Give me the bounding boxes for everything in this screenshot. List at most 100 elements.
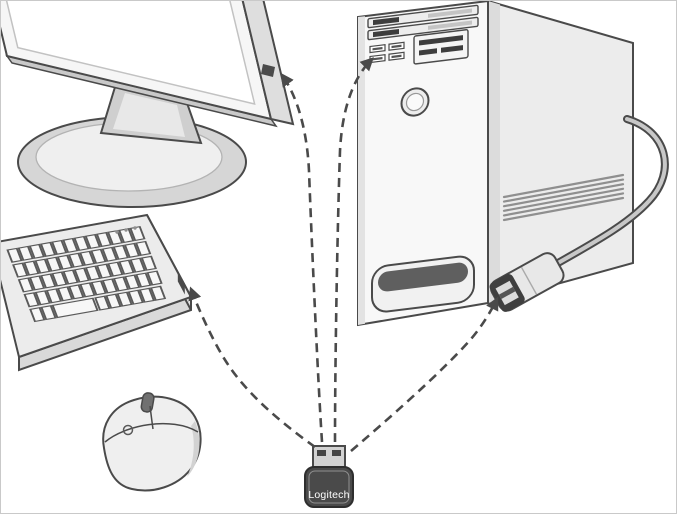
keyboard-key: [140, 255, 157, 271]
indicator-light: [124, 228, 128, 232]
card-slot: [441, 45, 463, 53]
keyboard-key: [28, 243, 45, 259]
vent-slot: [502, 183, 625, 208]
tower-front-details: [367, 4, 479, 313]
keyboard-key: [90, 280, 107, 296]
keyboard-key: [29, 306, 46, 323]
plug-contact-hole: [317, 450, 326, 456]
vent-slot: [502, 196, 625, 222]
drive-bay-slot: [428, 8, 472, 18]
keyboard-key: [62, 237, 79, 253]
button-seam: [104, 422, 199, 443]
vent-slot: [502, 192, 625, 217]
keyboard-key: [79, 250, 96, 266]
keyboard-key: [105, 293, 122, 309]
keyboard-key: [96, 263, 113, 279]
recess-shadow: [378, 262, 468, 292]
keyboard-key: [135, 240, 152, 256]
keyboard-key: [39, 241, 57, 257]
keyboard-key: [17, 245, 34, 261]
usb-port-contact: [391, 44, 402, 49]
arrow-to-tower: [333, 57, 374, 443]
card-slot: [419, 48, 437, 56]
usb-extender-stand: [489, 252, 565, 312]
arrow-to-monitor: [280, 72, 324, 443]
drive-bay-insert: [373, 28, 399, 38]
usb-extension-cable: [554, 115, 669, 267]
power-button-inner: [405, 92, 425, 112]
indicator-lights: [115, 226, 137, 234]
card-slot: [419, 35, 463, 46]
keyboard-key: [23, 260, 40, 276]
tower-side-shade: [488, 1, 500, 303]
keyboard-key: [73, 267, 90, 283]
keyboard-key: [149, 285, 167, 301]
usb-port-contact: [372, 46, 383, 51]
drive-bay-insert: [373, 16, 399, 26]
keyboard-key: [67, 252, 85, 268]
vent-slot: [502, 187, 625, 212]
keyboard-key: [146, 270, 163, 286]
keyboard-key: [138, 287, 156, 303]
keyboard-key: [73, 235, 90, 252]
keyboard-key: [45, 256, 62, 272]
keyboard-key: [12, 262, 29, 278]
keyboard-key: [62, 269, 79, 285]
drive-bay-slot: [428, 20, 472, 30]
extender-seam: [520, 266, 538, 295]
keyboard-key: [34, 258, 51, 274]
keyboard-key: [68, 284, 85, 300]
keyboard-keys: [6, 226, 167, 323]
keyboard-key: [51, 271, 68, 287]
keyboard-key: [84, 233, 101, 250]
keyboard-key: [135, 272, 152, 288]
center-seam: [149, 405, 154, 430]
tower-side-vents: [502, 173, 625, 222]
screen-display: [5, 1, 256, 106]
indicator-light: [133, 226, 137, 230]
keyboard-key: [40, 305, 57, 321]
keyboard-key: [51, 297, 99, 319]
keyboard-key: [95, 231, 113, 248]
keyboard-key: [79, 282, 96, 298]
keyboard-key: [129, 257, 146, 273]
indicator-light: [115, 230, 119, 234]
keyboard-key: [101, 246, 118, 262]
keyboard-key: [118, 227, 135, 244]
keyboard-key: [40, 273, 57, 289]
monitor-usb-port: [261, 64, 275, 77]
usb-port-contact: [391, 54, 402, 59]
keyboard-key: [6, 247, 23, 263]
keyboard-key: [34, 290, 51, 306]
vent-slot: [502, 178, 625, 203]
monitor: [1, 1, 295, 208]
arrow-to-keyboard: [188, 286, 316, 449]
keyboard-key: [127, 289, 144, 305]
keyboard-key: [123, 242, 141, 258]
plug-contact-hole: [332, 450, 341, 456]
mouse-shading: [187, 421, 200, 477]
keyboard-usb-port: [177, 272, 185, 295]
keyboard: [1, 213, 193, 372]
keyboard-key: [56, 254, 74, 270]
receiver-label: Logitech: [308, 489, 349, 501]
front-vent-recess: [371, 255, 475, 313]
vent-slot: [502, 173, 625, 199]
keyboard-key: [45, 288, 63, 304]
keyboard-key: [90, 248, 107, 264]
keyboard-key: [51, 239, 68, 255]
keyboard-key: [101, 278, 118, 294]
monitor-stand-highlight: [113, 93, 185, 137]
cable-core: [556, 117, 667, 265]
receiver-plug: [312, 445, 346, 470]
keyboard-key: [17, 277, 34, 293]
keyboard-key: [112, 244, 129, 260]
mouse-body: [102, 395, 202, 492]
wireless-mouse: [102, 392, 202, 492]
receiver-body-inset: [308, 470, 350, 504]
monitor-screen: [1, 1, 295, 128]
keyboard-key: [116, 291, 133, 307]
desktop-tower: [357, 1, 634, 327]
